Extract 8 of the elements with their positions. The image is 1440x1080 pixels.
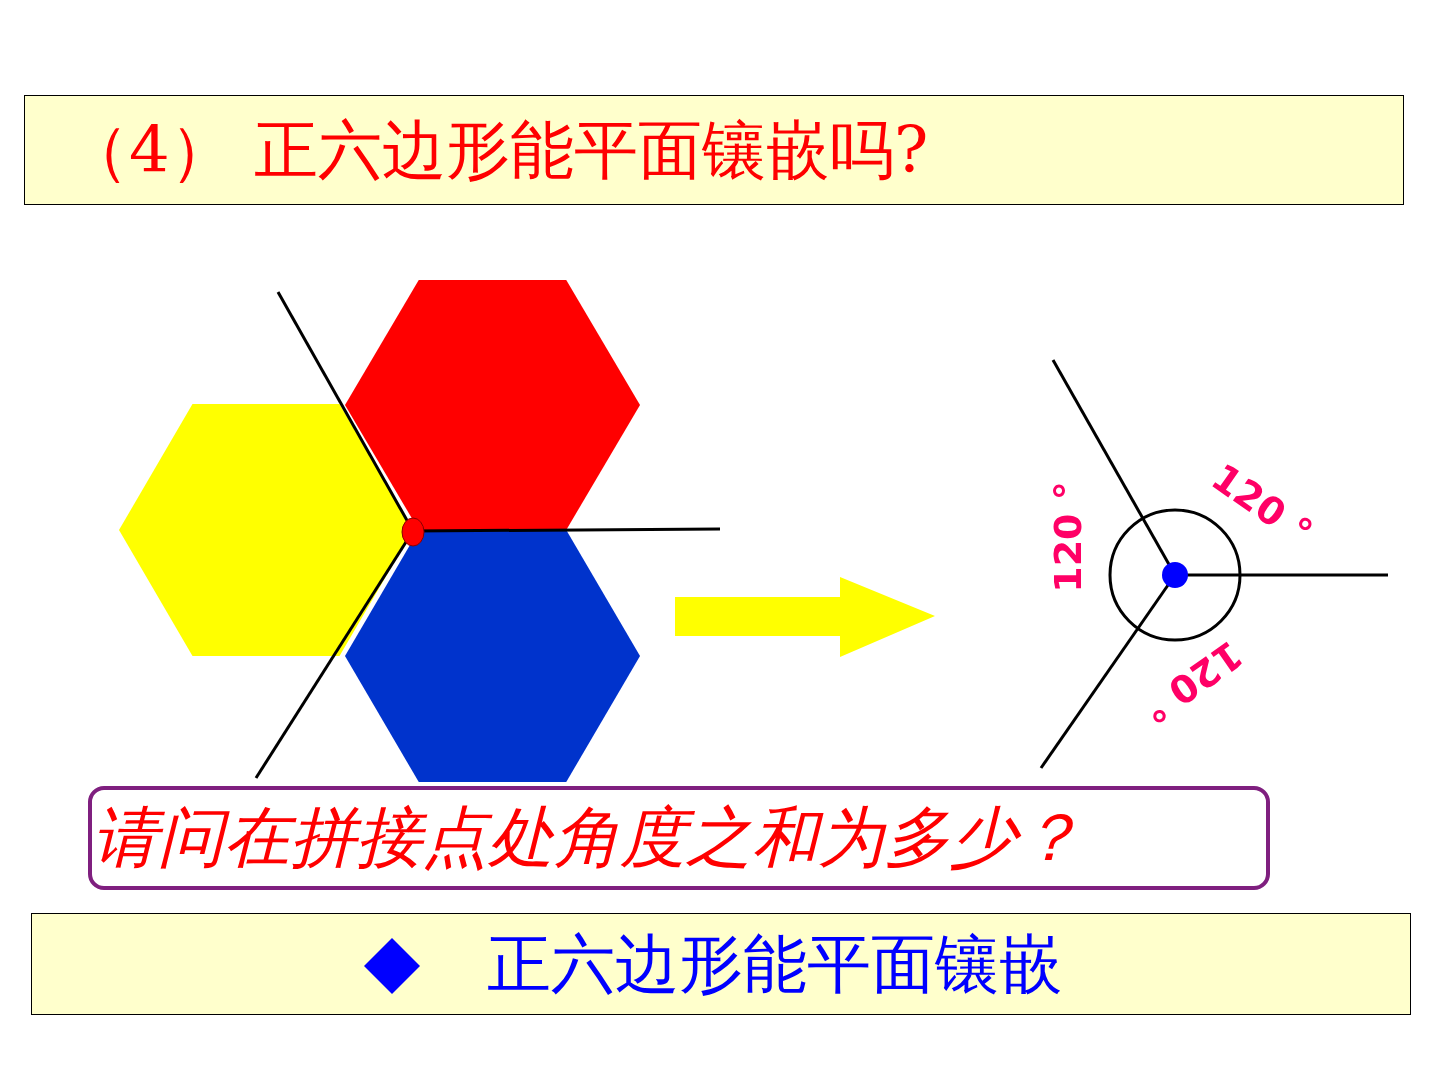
angle-label: 120 ° [1133,632,1251,732]
title: （4） 正六边形能平面镶嵌吗? [65,114,929,186]
conclusion-text: 正六边形能平面镶嵌 [487,926,1063,1002]
question-text: 请问在拼接点处角度之和为多少？ [92,798,1082,878]
question-box [88,786,1270,890]
angle-label: 120 ° [1203,455,1321,555]
conclusion-banner [31,913,1411,1015]
angle-label: 120 ° [1046,481,1090,593]
